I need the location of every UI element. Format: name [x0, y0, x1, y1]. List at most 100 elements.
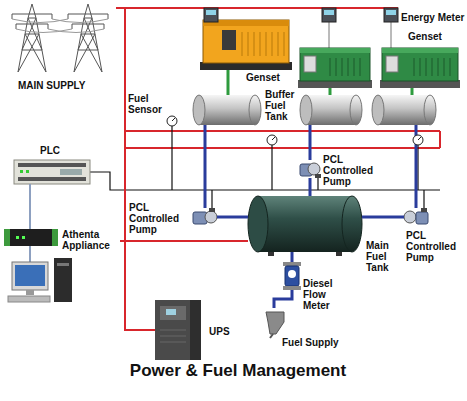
control-wire: [90, 126, 440, 208]
equipment-node: PCL Controlled Pump: [193, 208, 217, 226]
main-tank-illustration: [258, 196, 352, 252]
pipe-connector: [274, 290, 292, 308]
computer-illustration: [57, 263, 69, 266]
genset-feed: [330, 88, 412, 95]
ups-illustration: [160, 330, 186, 342]
appliance-illustration: [4, 229, 10, 246]
genset-illustration: [300, 48, 370, 53]
plc-illustration: [14, 160, 90, 184]
equipment-node: Genset: [380, 46, 460, 88]
buffer-tank-illustration: [306, 95, 356, 125]
genset-illustration: [382, 48, 458, 53]
ups-illustration: [166, 309, 176, 315]
ups-illustration: [160, 306, 186, 320]
computer-illustration: [26, 290, 34, 295]
genset-illustration: [322, 8, 336, 22]
power-tower: [68, 4, 108, 72]
equipment-label: Athenta Appliance: [62, 229, 118, 251]
pump-illustration: [308, 163, 320, 175]
pipe-connector: [29, 184, 31, 229]
equipment-label: Genset: [246, 72, 280, 83]
equipment-label: MAIN SUPPLY: [18, 80, 85, 91]
pipe-connector: [362, 216, 404, 219]
pump-illustration: [416, 212, 428, 224]
pump-illustration: [421, 208, 427, 212]
callout-label: Fuel Sensor: [128, 93, 168, 115]
genset-illustration: [203, 20, 289, 63]
power-wire: [120, 240, 248, 242]
pipe-connector: [116, 8, 155, 330]
power-wire: [125, 7, 398, 9]
appliance-illustration: [4, 229, 58, 246]
equipment-label: PLC: [40, 145, 60, 156]
genset-illustration: [300, 48, 370, 81]
flow-meter-illustration: [283, 262, 301, 266]
plc-illustration: [26, 170, 29, 173]
pipe-connector: [204, 125, 207, 208]
fuel-pipe: [310, 125, 416, 208]
equipment-node: MAIN SUPPLY: [2, 2, 116, 74]
equipment-label: Main Fuel Tank: [366, 240, 398, 273]
computer-illustration: [8, 296, 50, 302]
nozzle-illustration: [270, 334, 273, 338]
control-wire: [90, 172, 440, 190]
equipment-label: PCL Controlled Pump: [323, 154, 375, 187]
pipe-connector: [291, 252, 294, 262]
main-tank-illustration: [342, 196, 362, 252]
appliance-illustration: [22, 236, 25, 239]
computer-illustration: [8, 246, 72, 302]
genset-illustration: [304, 56, 316, 72]
nozzle-illustration: [266, 312, 284, 334]
plc-illustration: [60, 169, 82, 175]
equipment-label: Genset: [408, 31, 442, 42]
flow-meter-illustration: [283, 286, 301, 290]
pump-illustration: [193, 163, 428, 224]
buffer-tank-illustration: [424, 95, 436, 125]
appliance-illustration: [16, 236, 19, 239]
fuel-gauge: [172, 118, 175, 121]
plc-illustration: [18, 177, 86, 181]
equipment-label: UPS: [209, 326, 230, 337]
buffer-tank-illustration: [372, 95, 384, 125]
flow-meter-illustration: [288, 270, 296, 278]
pipe-connector: [217, 216, 248, 219]
equipment-node: Main Fuel Tank: [248, 196, 362, 252]
diagram-title: Power & Fuel Management: [90, 361, 386, 381]
genset-illustration: [386, 56, 398, 72]
genset-illustration: [222, 30, 236, 50]
power-tower: [12, 4, 52, 72]
genset-illustration: [204, 8, 218, 22]
ups-illustration: [155, 300, 201, 360]
equipment-label: Buffer Fuel Tank: [265, 89, 301, 122]
computer-illustration: [54, 258, 72, 302]
genset-illustration: [330, 58, 360, 76]
plc-illustration: [14, 160, 90, 184]
equipment-node: Athenta Appliance: [4, 229, 58, 246]
buffer-tank-illustration: [300, 95, 312, 125]
genset-illustration: [382, 48, 458, 81]
genset-feed: [330, 88, 412, 95]
equipment-node: Genset: [200, 12, 292, 70]
flow-meter-illustration: [283, 262, 301, 290]
computer-illustration: [15, 265, 45, 286]
fuel-gauge: [418, 137, 421, 140]
genset-illustration: [384, 8, 398, 22]
genset-illustration: [298, 8, 372, 88]
power-line: [12, 19, 108, 33]
equipment-node: PLC: [14, 160, 90, 184]
main-tank-illustration: [248, 196, 362, 256]
appliance-illustration: [4, 229, 58, 246]
equipment-node: PCL Controlled Pump: [404, 208, 428, 226]
buffer-tank-illustration: [193, 95, 205, 125]
ups-illustration: [190, 300, 201, 360]
computer-illustration: [12, 262, 48, 290]
buffer-tank-illustration: [350, 95, 362, 125]
control-wire: [172, 126, 418, 190]
equipment-label: PCL Controlled Pump: [129, 202, 183, 235]
fuel-gauge: [267, 135, 277, 145]
equipment-node: Fuel Supply: [262, 308, 286, 338]
pump-illustration: [404, 211, 416, 223]
